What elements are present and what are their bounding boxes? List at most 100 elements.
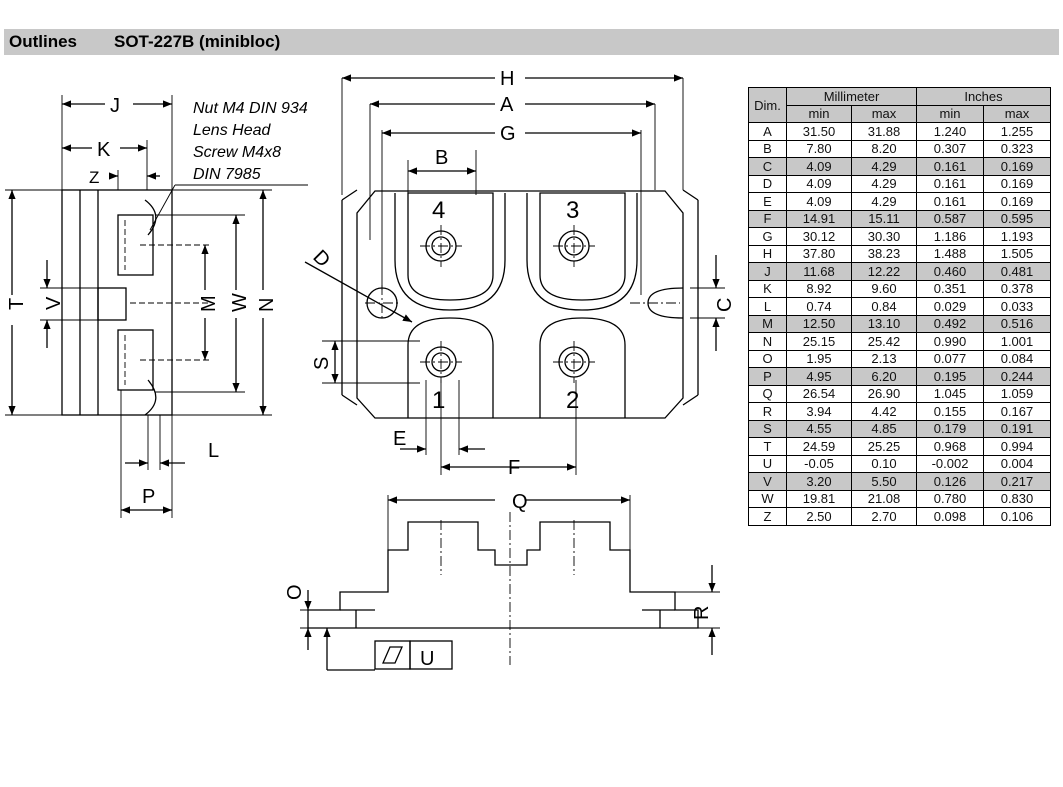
table-cell-in-max: 1.505 [983,244,1051,263]
table-cell-dim: P [748,367,787,386]
dim-label-d: D [308,246,334,272]
table-cell-in-max: 0.169 [983,174,1051,193]
table-cell-in-min: 0.155 [916,402,984,421]
table-cell-dim: J [748,262,787,281]
sub-mm-max: max [851,104,917,123]
dim-label-q: Q [512,491,528,513]
screw-note-line-4: DIN 7985 [193,166,261,183]
table-cell-mm-min: 4.09 [786,174,852,193]
table-cell-dim: A [748,122,787,141]
table-cell-in-max: 0.595 [983,209,1051,228]
table-cell-dim: Q [748,384,787,403]
table-cell-mm-min: 37.80 [786,244,852,263]
dim-label-t: T [6,298,28,310]
dim-label-s: S [311,357,333,370]
table-cell-in-min: 0.460 [916,262,984,281]
dim-label-u: U [420,648,434,670]
table-cell-mm-max: 13.10 [851,314,917,333]
table-cell-in-max: 0.191 [983,419,1051,438]
dim-label-r: R [691,606,713,620]
table-cell-mm-max: 4.29 [851,174,917,193]
table-cell-mm-max: 31.88 [851,122,917,141]
table-cell-mm-max: 4.29 [851,192,917,211]
table-cell-dim: C [748,157,787,176]
table-cell-mm-min: 3.94 [786,402,852,421]
table-cell-dim: D [748,174,787,193]
front-view-body [307,521,699,629]
table-cell-dim: U [748,454,787,473]
table-cell-dim: Z [748,507,787,526]
table-cell-mm-max: 0.10 [851,454,917,473]
table-cell-dim: T [748,437,787,456]
table-cell-in-max: 1.193 [983,227,1051,246]
table-cell-mm-min: 12.50 [786,314,852,333]
dim-label-e: E [393,428,406,450]
table-cell-in-min: 0.179 [916,419,984,438]
table-cell-dim: G [748,227,787,246]
table-cell-in-min: 0.351 [916,279,984,298]
table-cell-mm-max: 25.25 [851,437,917,456]
dim-label-k: K [97,139,111,161]
table-cell-in-max: 0.167 [983,402,1051,421]
table-cell-in-max: 0.378 [983,279,1051,298]
table-cell-in-min: 0.195 [916,367,984,386]
table-cell-dim: L [748,297,787,316]
table-cell-dim: V [748,472,787,491]
terminal-pad-3 [539,192,626,301]
table-cell-mm-max: 15.11 [851,209,917,228]
dim-label-p: P [142,486,155,508]
table-cell-mm-min: 1.95 [786,349,852,368]
table-cell-in-min: 0.780 [916,489,984,508]
screw-note-line-1: Nut M4 DIN 934 [193,100,308,117]
table-cell-mm-max: 25.42 [851,332,917,351]
table-cell-in-min: 0.161 [916,192,984,211]
col-dim-header: Dim. [748,87,787,123]
dim-label-h: H [500,68,514,90]
table-cell-mm-min: 4.09 [786,157,852,176]
table-cell-mm-max: 38.23 [851,244,917,263]
table-cell-in-max: 0.217 [983,472,1051,491]
dimensions-table: Dim. Millimeter Inches min max min max A… [748,87,1051,526]
dim-label-o: O [284,584,306,600]
side-view-body [61,189,173,416]
dim-label-v: V [43,296,65,310]
table-cell-in-max: 0.481 [983,262,1051,281]
terminal-pad-2 [539,317,626,418]
col-mm-header: Millimeter [786,87,917,106]
outline-drawing: H A G B J K Z Q F E L P U T V M W N S C … [5,68,736,671]
table-cell-mm-max: 5.50 [851,472,917,491]
table-cell-mm-min: 0.74 [786,297,852,316]
table-cell-mm-max: 30.30 [851,227,917,246]
table-cell-in-max: 1.059 [983,384,1051,403]
table-cell-mm-min: 2.50 [786,507,852,526]
table-cell-in-min: 0.968 [916,437,984,456]
table-cell-mm-min: 25.15 [786,332,852,351]
table-cell-mm-min: 24.59 [786,437,852,456]
table-cell-in-max: 0.169 [983,192,1051,211]
dim-label-m: M [198,295,220,312]
table-cell-dim: R [748,402,787,421]
table-cell-in-min: -0.002 [916,454,984,473]
table-cell-in-min: 0.126 [916,472,984,491]
pin-label-3: 3 [566,197,579,224]
table-cell-in-min: 0.161 [916,174,984,193]
table-cell-mm-min: 11.68 [786,262,852,281]
table-cell-mm-min: 4.95 [786,367,852,386]
dim-label-a: A [500,94,514,116]
screw-note-line-3: Screw M4x8 [193,144,281,161]
table-cell-mm-min: 7.80 [786,139,852,158]
table-cell-in-min: 1.240 [916,122,984,141]
